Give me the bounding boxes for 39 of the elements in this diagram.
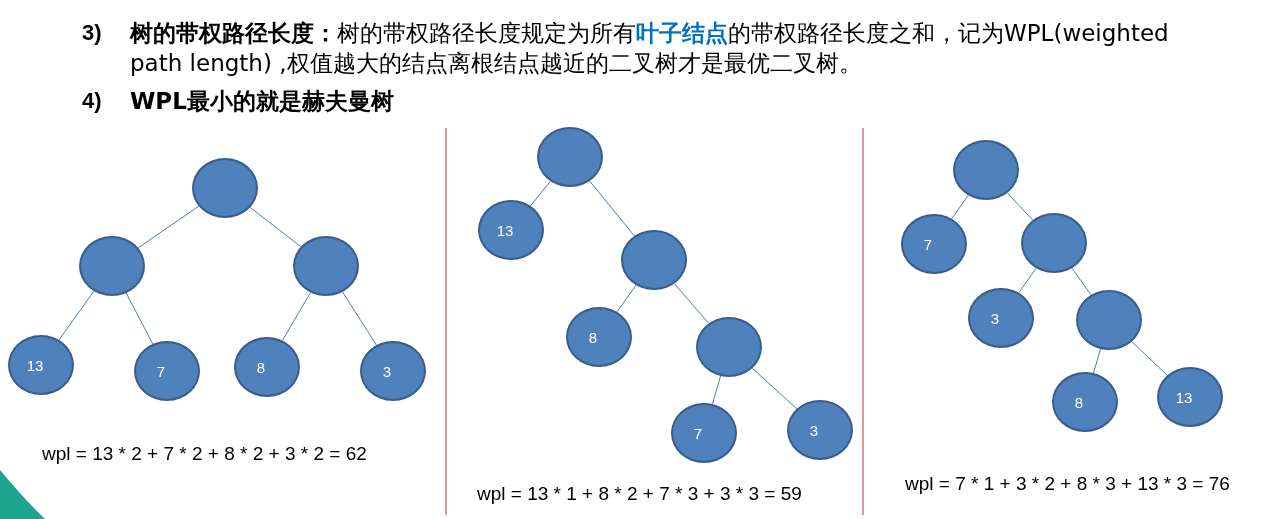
weighted-leaf-node: 3 <box>360 341 426 401</box>
tree-edge <box>137 205 200 249</box>
weighted-leaf-node: 13 <box>1157 367 1223 427</box>
weighted-leaf-node: 7 <box>134 341 200 401</box>
tree-edge <box>751 367 798 410</box>
weighted-leaf-node: 8 <box>234 337 300 397</box>
wpl-formula: wpl = 7 * 1 + 3 * 2 + 8 * 3 + 13 * 3 = 76 <box>905 473 1230 495</box>
tree-edge <box>589 180 635 237</box>
tree-edge <box>673 283 710 324</box>
tree-edge <box>616 284 637 313</box>
tree-edge <box>1131 341 1168 376</box>
tree-edge <box>282 292 311 341</box>
tree-edge <box>125 292 154 345</box>
weighted-leaf-node: 13 <box>478 200 544 260</box>
weighted-leaf-node: 7 <box>901 214 967 274</box>
weighted-leaf-node: 3 <box>968 288 1034 348</box>
internal-tree-node <box>1076 290 1142 350</box>
definition-paragraph: 树的带权路径长度：树的带权路径长度规定为所有叶子结点的带权路径长度之和，记为WPL(weighted path length) ,权值越大的结点离根结点越近的二叉树才是最优二叉树。 <box>130 19 1170 78</box>
weighted-leaf-node: 3 <box>787 400 853 460</box>
weighted-leaf-node: 8 <box>566 307 632 367</box>
statement-text: WPL最小的就是赫夫曼树 <box>130 87 394 116</box>
tree-edge <box>530 180 551 207</box>
weighted-leaf-node: 7 <box>671 403 737 463</box>
weighted-leaf-node: 8 <box>1052 372 1118 432</box>
tree-edge <box>951 194 969 220</box>
tree-edge <box>1071 267 1092 296</box>
tree-edge <box>1018 267 1037 294</box>
internal-tree-node <box>696 317 762 377</box>
tree-edge <box>58 290 95 341</box>
tree-edge <box>711 375 722 405</box>
tree-edge <box>342 291 377 346</box>
tree-edge <box>1093 348 1101 374</box>
weighted-leaf-node: 13 <box>8 335 74 395</box>
tree-edge <box>1006 192 1034 221</box>
list-number: 4) <box>82 88 102 114</box>
wpl-formula: wpl = 13 * 1 + 8 * 2 + 7 * 3 + 3 * 3 = 59 <box>477 483 802 505</box>
tree-edge <box>249 206 302 248</box>
list-number: 3) <box>82 20 102 46</box>
wpl-formula: wpl = 13 * 2 + 7 * 2 + 8 * 2 + 3 * 2 = 62 <box>42 443 367 465</box>
